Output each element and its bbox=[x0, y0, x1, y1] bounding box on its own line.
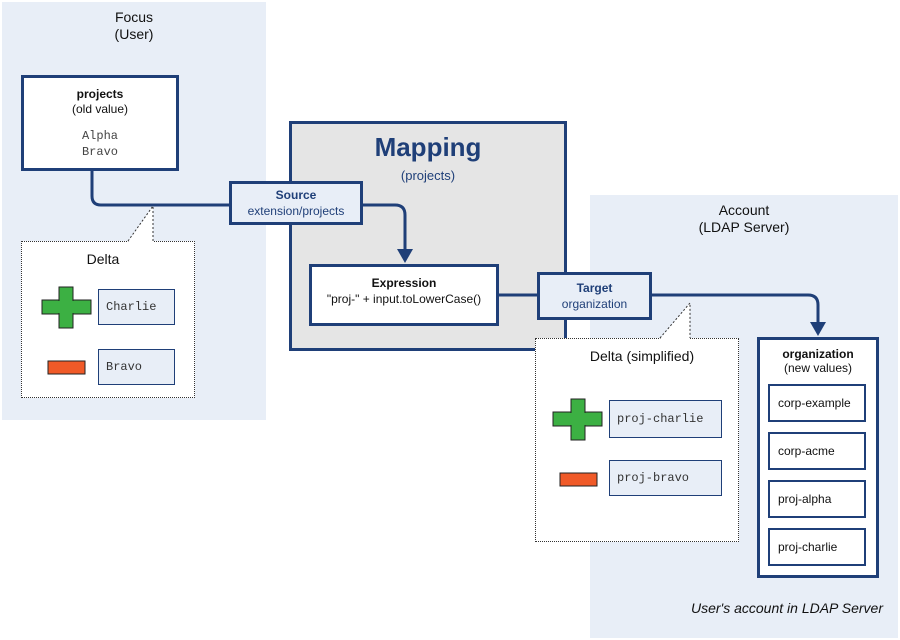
organization-title: organization bbox=[782, 347, 854, 361]
organization-value: proj-alpha bbox=[768, 480, 866, 518]
account-caption: User's account in LDAP Server bbox=[690, 600, 883, 616]
organization-value: corp-acme bbox=[768, 432, 866, 470]
focus-title: Focus bbox=[114, 9, 154, 25]
account-delta-removed-value: proj-bravo bbox=[609, 460, 722, 496]
minus-icon bbox=[559, 472, 598, 487]
account-subtitle: (LDAP Server) bbox=[698, 219, 790, 235]
organization-value: proj-charlie bbox=[768, 528, 866, 566]
projects-value: Bravo bbox=[81, 145, 118, 159]
source-title: Source bbox=[275, 188, 317, 202]
target-box: Target organization bbox=[537, 272, 652, 320]
organization-subtitle: (new values) bbox=[783, 361, 853, 375]
projects-value: Alpha bbox=[81, 129, 118, 143]
mapping-subtitle: (projects) bbox=[400, 168, 456, 183]
projects-box: projects (old value) Alpha Bravo bbox=[21, 75, 179, 171]
focus-delta-removed-value: Bravo bbox=[98, 349, 175, 385]
expression-code: "proj-" + input.toLowerCase() bbox=[326, 292, 482, 306]
organization-value: corp-example bbox=[768, 384, 866, 422]
focus-title-block: Focus (User) bbox=[2, 9, 266, 43]
account-delta-added-value: proj-charlie bbox=[609, 400, 722, 438]
source-box: Source extension/projects bbox=[229, 181, 363, 225]
account-title: Account bbox=[718, 202, 770, 218]
projects-box-subtitle: (old value) bbox=[71, 102, 129, 116]
target-path: organization bbox=[561, 297, 628, 311]
account-delta-title: Delta (simplified) bbox=[589, 348, 695, 364]
expression-title: Expression bbox=[371, 276, 437, 290]
focus-delta-title: Delta bbox=[86, 251, 120, 267]
plus-icon bbox=[41, 286, 92, 329]
focus-subtitle: (User) bbox=[114, 26, 154, 42]
plus-icon bbox=[552, 398, 603, 441]
target-title: Target bbox=[576, 281, 613, 295]
account-title-block: Account (LDAP Server) bbox=[590, 202, 898, 236]
account-delta-callout bbox=[535, 338, 739, 542]
focus-delta-added-value: Charlie bbox=[98, 289, 175, 325]
mapping-title: Mapping bbox=[374, 132, 482, 162]
minus-icon bbox=[47, 360, 86, 375]
projects-box-title: projects bbox=[76, 87, 124, 101]
source-path: extension/projects bbox=[247, 204, 345, 218]
expression-box: Expression "proj-" + input.toLowerCase() bbox=[309, 264, 499, 326]
